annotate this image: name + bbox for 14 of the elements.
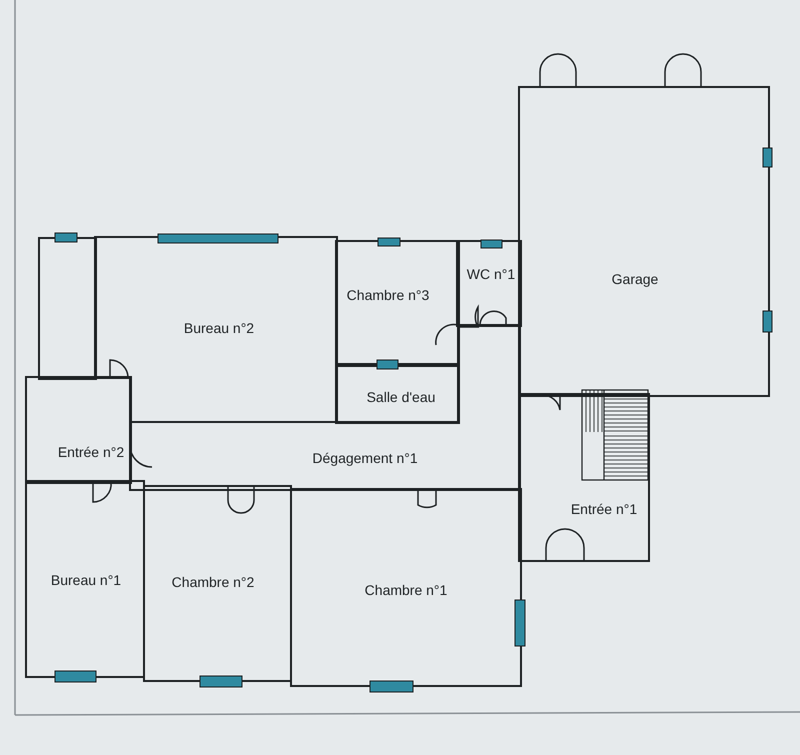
room-label: Entrée n°1 — [570, 501, 638, 517]
room-label: WC n°1 — [466, 266, 516, 282]
room-label: Entrée n°2 — [58, 444, 124, 460]
room-label: Dégagement n°1 — [312, 450, 418, 466]
room-label: Salle d'eau — [366, 389, 436, 405]
room-label: Bureau n°1 — [50, 572, 122, 588]
room-label: Chambre n°3 — [346, 287, 430, 303]
room-label: Chambre n°1 — [364, 582, 448, 598]
room — [518, 393, 650, 562]
room-label: Bureau n°2 — [184, 320, 254, 336]
room-label: Chambre n°2 — [172, 574, 254, 590]
room — [25, 376, 132, 484]
room — [130, 325, 520, 490]
room-label: Garage — [612, 271, 658, 287]
